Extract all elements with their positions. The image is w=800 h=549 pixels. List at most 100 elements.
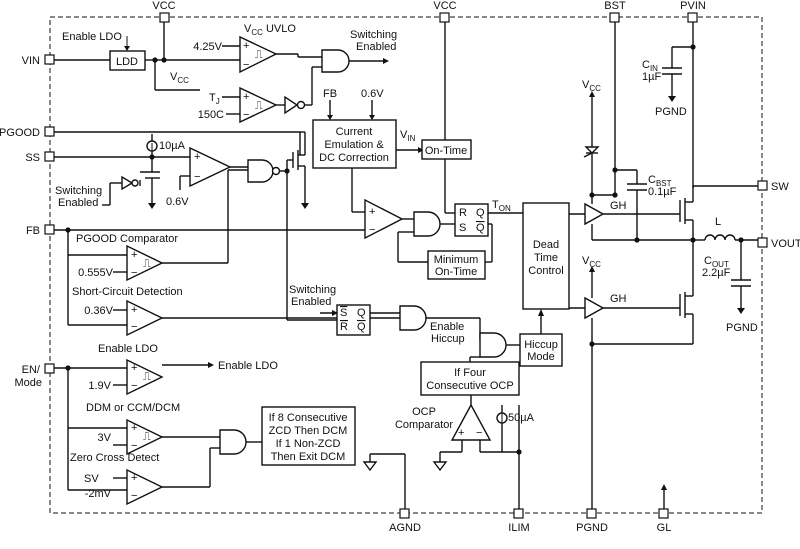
pgood-comp-label: PGOOD Comparator xyxy=(76,233,178,245)
tj-t: T xyxy=(209,92,216,104)
ss-ref-label: 0.6V xyxy=(166,196,189,208)
ff2-qb: Q xyxy=(357,321,366,333)
svg-text:⎍: ⎍ xyxy=(143,258,151,270)
uvlo-thresh: 4.25V xyxy=(193,41,222,53)
ton-sub: ON xyxy=(499,204,511,213)
switching-enabled-ff-1: Switching xyxy=(289,284,336,296)
svg-text:⎍: ⎍ xyxy=(255,49,263,61)
ocp-comparator xyxy=(450,403,492,441)
dead-time-2: Time xyxy=(534,252,558,264)
labels: Enable LDO LDD VCC UVLO 4.25V VCC TJ 150… xyxy=(55,23,758,500)
ocp-current-label: 50µA xyxy=(508,412,535,424)
svg-text:COUT: COUT xyxy=(704,255,729,269)
ce-line-1: Current xyxy=(336,126,373,138)
min-on-time-1: Minimum xyxy=(434,254,479,266)
vcc-bst-sub: CC xyxy=(589,84,601,93)
cbst-c: C xyxy=(648,174,656,186)
pin-vcc-2: VCC xyxy=(433,0,456,12)
sr-flipflop xyxy=(454,203,489,237)
svg-text:−: − xyxy=(131,321,137,333)
tj-thresh: 150C xyxy=(198,109,224,121)
left-comparators xyxy=(54,169,563,506)
svg-text:TON: TON xyxy=(492,199,511,213)
ldo-vcc-v: V xyxy=(170,71,178,83)
svg-text:⎍: ⎍ xyxy=(143,371,151,383)
enable-hiccup-and-gate xyxy=(479,332,507,358)
svg-text:−: − xyxy=(131,440,137,452)
pin-pvin: PVIN xyxy=(680,0,706,12)
switching-enabled-ss-2: Enabled xyxy=(58,197,98,209)
svg-text:−: − xyxy=(369,224,375,236)
ocp-section xyxy=(362,356,522,509)
svg-text:+: + xyxy=(194,151,200,163)
svg-text:VCC: VCC xyxy=(582,255,601,269)
cin-sub: IN xyxy=(650,64,658,73)
current-emulation-block xyxy=(312,119,397,169)
pwm-and-gate xyxy=(413,211,441,237)
svg-text:VIN: VIN xyxy=(400,129,416,143)
cin-c: C xyxy=(642,59,650,71)
pin-ilim: ILIM xyxy=(508,522,529,534)
cin-val: 1µF xyxy=(642,71,661,83)
dead-time-1: Dead xyxy=(533,239,559,251)
svg-text:⎍: ⎍ xyxy=(255,100,263,112)
pin-mode: Mode xyxy=(14,377,42,389)
hiccup-mode-1: Hiccup xyxy=(524,339,558,351)
on-time-label: On-Time xyxy=(425,145,467,157)
short-circuit-label: Short-Circuit Detection xyxy=(72,286,183,298)
dcm-and-gate xyxy=(219,429,247,455)
pgnd-cout-label: PGND xyxy=(726,322,758,334)
svg-text:−: − xyxy=(476,427,482,439)
svg-text:−: − xyxy=(194,171,200,183)
ff-r: R xyxy=(459,207,467,219)
switching-enabled-top-1: Switching xyxy=(350,29,397,41)
v06-ce-label: 0.6V xyxy=(361,88,384,100)
dead-time-block xyxy=(522,202,570,310)
pin-vin: VIN xyxy=(22,55,40,67)
hiccup-and-gate xyxy=(399,305,427,331)
zcd-line-1: If 8 Consecutive xyxy=(269,412,348,424)
ocp-comp-1: OCP xyxy=(412,406,436,418)
tj-sub: J xyxy=(216,97,220,106)
svg-text:+: + xyxy=(369,206,375,218)
pgnd-cin-label: PGND xyxy=(655,106,687,118)
pin-agnd: AGND xyxy=(389,522,421,534)
ton-t: T xyxy=(492,199,499,211)
pgood-ss-section xyxy=(54,131,337,321)
svg-text:+: + xyxy=(131,422,137,434)
ff-q: Q xyxy=(476,207,485,219)
inductor-label: L xyxy=(715,216,721,228)
svg-text:+: + xyxy=(458,427,464,439)
ff2-q: Q xyxy=(357,307,366,319)
pin-vout: VOUT xyxy=(771,238,800,250)
svg-text:⎍: ⎍ xyxy=(143,431,151,443)
zc-thresh-label: -2mV xyxy=(85,488,112,500)
uvlo-v: V xyxy=(244,23,252,35)
hiccup-flipflop xyxy=(336,304,371,336)
switching-enabled-ss-1: Switching xyxy=(55,185,102,197)
on-time-block xyxy=(421,139,472,160)
vin-ot-v: V xyxy=(400,129,408,141)
control-loop xyxy=(54,100,570,310)
comparator-marks: + − ⎍ + − ⎍ + − + − + − ⎍ + − + − ⎍ + − … xyxy=(131,40,482,502)
cbst-sub: BST xyxy=(656,179,672,188)
output-stage xyxy=(693,234,758,314)
enable-ldo-in-label: Enable LDO xyxy=(62,31,122,43)
ldo-vcc-sub: CC xyxy=(177,76,189,85)
cbst-val: 0.1µF xyxy=(648,186,677,198)
en-thresh-label: 1.9V xyxy=(88,380,111,392)
vin-ot-sub: IN xyxy=(407,134,415,143)
svg-text:VCC: VCC xyxy=(582,79,601,93)
ff2-r: R xyxy=(340,321,348,333)
ocp-comp-2: Comparator xyxy=(395,419,453,431)
svg-text:+: + xyxy=(131,362,137,374)
svg-text:+: + xyxy=(131,304,137,316)
ff-s: S xyxy=(459,222,466,234)
pin-en: EN/ xyxy=(22,364,41,376)
four-ocp-1: If Four xyxy=(454,367,486,379)
pin-vcc-1: VCC xyxy=(152,0,175,12)
switching-enabled-top-2: Enabled xyxy=(356,41,396,53)
ss-current-label: 10µA xyxy=(159,140,186,152)
enable-hiccup-1: Enable xyxy=(430,321,464,333)
